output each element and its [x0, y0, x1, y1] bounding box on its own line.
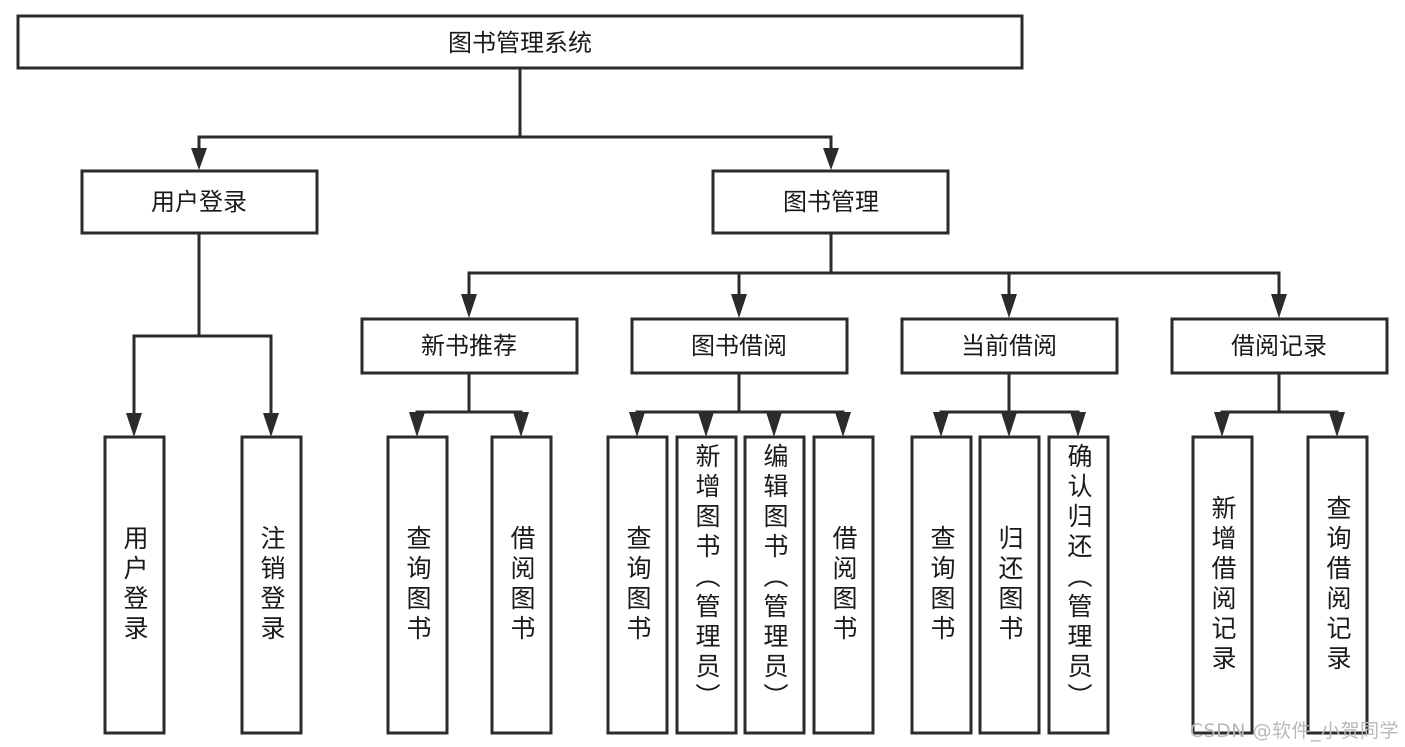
node-current-borrow-box[interactable] — [900, 317, 1119, 375]
leaf-box-11[interactable] — [1047, 435, 1110, 735]
node-root-label: 图书管理系统 — [448, 29, 592, 57]
node-user-login-box[interactable] — [80, 169, 319, 235]
arrow-head-leaf-6 — [698, 412, 714, 437]
leaf-box-1[interactable] — [103, 435, 166, 735]
arrow-head-book-manage — [823, 148, 839, 170]
arrow-head-user-login — [191, 148, 207, 170]
node-book-manage-label: 图书管理 — [783, 188, 879, 216]
arrow-head-leaf-2 — [263, 413, 279, 437]
node-current-borrow-label: 当前借阅 — [961, 332, 1057, 360]
arrow-head-leaf-3 — [409, 412, 425, 437]
csdn-watermark: CSDN @软件_小贺同学 — [1189, 720, 1399, 742]
arrow-head-current-borrow — [1001, 294, 1017, 318]
leaf-box-12[interactable] — [1191, 435, 1254, 735]
arrow-head-leaf-4 — [513, 412, 529, 437]
arrow-head-leaf-10 — [1001, 412, 1017, 437]
arrow-head-leaf-11 — [1070, 412, 1086, 437]
connector-layer — [126, 66, 1345, 437]
node-book-borrow-box[interactable] — [630, 317, 849, 375]
arrow-head-leaf-12 — [1214, 412, 1230, 437]
node-book-borrow-label: 图书借阅 — [691, 332, 787, 360]
node-layer: 图书管理系统 用户登录 图书管理 新书推荐 图书借阅 当前借阅 借阅记录 — [16, 14, 1389, 735]
leaf-box-6[interactable] — [675, 435, 738, 735]
node-borrow-record-box[interactable] — [1170, 317, 1389, 375]
node-book-manage-box[interactable] — [711, 169, 950, 235]
arrow-head-leaf-9 — [933, 412, 949, 437]
arrow-head-borrow-record — [1271, 294, 1287, 318]
node-user-login-label: 用户登录 — [151, 188, 247, 216]
leaf-box-2[interactable] — [240, 435, 303, 735]
leaf-box-10[interactable] — [978, 435, 1041, 735]
leaf-box-4[interactable] — [490, 435, 553, 735]
leaf-box-8[interactable] — [812, 435, 875, 735]
arrow-head-leaf-1 — [126, 413, 142, 437]
node-root-box[interactable] — [16, 14, 1024, 70]
arrow-head-leaf-13 — [1329, 412, 1345, 437]
leaf-box-5[interactable] — [606, 435, 669, 735]
node-borrow-record-label: 借阅记录 — [1231, 332, 1327, 360]
leaf-box-3[interactable] — [386, 435, 449, 735]
arrow-head-new-book-rec — [461, 294, 477, 318]
leaf-box-7[interactable] — [743, 435, 806, 735]
leaf-box-9[interactable] — [910, 435, 973, 735]
arrow-head-leaf-7 — [766, 412, 782, 437]
node-new-book-recommend-box[interactable] — [360, 317, 579, 375]
arrow-head-leaf-5 — [629, 412, 645, 437]
arrow-head-leaf-8 — [835, 412, 851, 437]
arrow-head-book-borrow — [731, 294, 747, 318]
node-new-book-recommend-label: 新书推荐 — [421, 332, 517, 360]
leaf-box-13[interactable] — [1306, 435, 1369, 735]
